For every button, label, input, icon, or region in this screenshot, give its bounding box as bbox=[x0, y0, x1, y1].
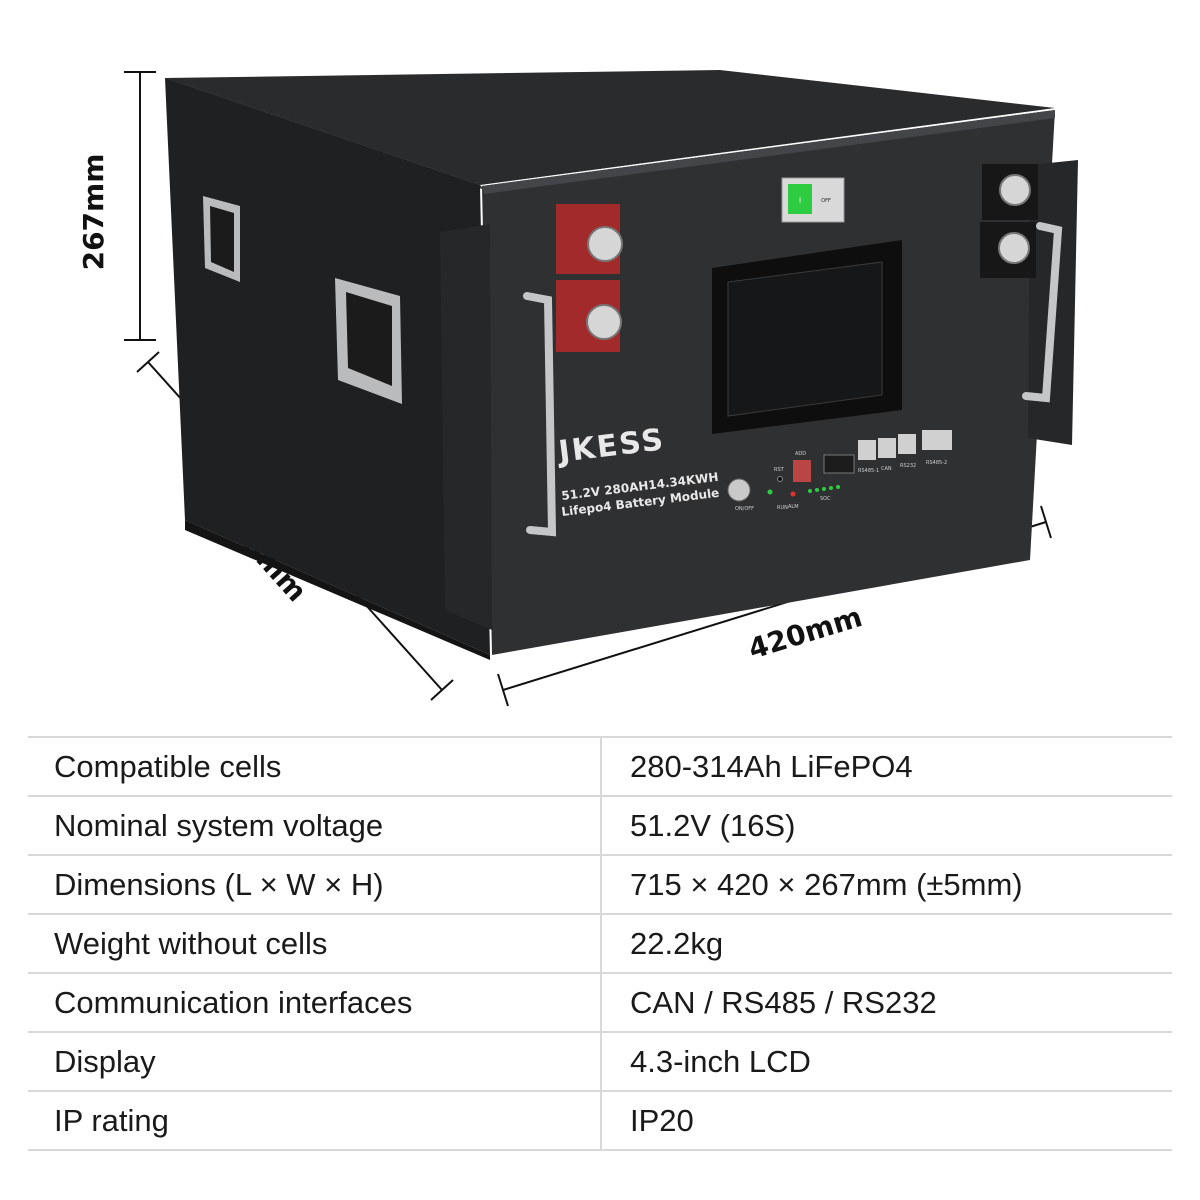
svg-text:SOC: SOC bbox=[820, 496, 831, 502]
spec-label: Dimensions (L × W × H) bbox=[28, 854, 602, 915]
height-dimension-label: 267mm bbox=[77, 154, 110, 271]
negative-terminal-bottom bbox=[556, 280, 622, 352]
front-handle-right bbox=[1022, 222, 1063, 403]
svg-text:RS485-1: RS485-1 bbox=[858, 468, 879, 474]
lcd-display bbox=[712, 240, 902, 434]
power-button bbox=[727, 478, 751, 502]
rs485-2-port bbox=[922, 430, 952, 450]
height-dimension-line bbox=[124, 71, 156, 341]
rs485-1-port bbox=[858, 440, 876, 460]
svg-text:OFF: OFF bbox=[821, 198, 831, 204]
spec-value: 280-314Ah LiFePO4 bbox=[601, 736, 1172, 797]
positive-terminal-bottom bbox=[980, 222, 1036, 278]
negative-terminal-top bbox=[556, 204, 623, 274]
svg-text:ADD: ADD bbox=[795, 451, 806, 457]
spec-row: Dimensions (L × W × H)715 × 420 × 267mm … bbox=[28, 854, 1172, 915]
rs232-port bbox=[898, 434, 916, 454]
spec-label: Display bbox=[28, 1031, 602, 1092]
battery-casing bbox=[165, 70, 1078, 660]
spec-value: 4.3-inch LCD bbox=[601, 1031, 1172, 1092]
spec-label: Communication interfaces bbox=[28, 972, 602, 1033]
address-dip-switch bbox=[793, 460, 811, 482]
breaker-switch: I OFF bbox=[781, 177, 845, 223]
spec-label: Weight without cells bbox=[28, 913, 602, 974]
spec-value: 22.2kg bbox=[601, 913, 1172, 974]
control-panel: ON/OFF RST RUN ALM ADD SOC RS485-1 CAN R… bbox=[727, 430, 952, 512]
svg-text:RST: RST bbox=[774, 467, 785, 473]
soc-led-bar bbox=[808, 485, 840, 493]
svg-text:RS485-2: RS485-2 bbox=[926, 460, 947, 466]
run-led bbox=[767, 489, 773, 495]
soc-display bbox=[823, 454, 855, 474]
alarm-led bbox=[790, 491, 796, 497]
svg-text:RUN: RUN bbox=[777, 505, 788, 511]
spec-label: Compatible cells bbox=[28, 736, 602, 797]
can-port bbox=[878, 438, 896, 458]
svg-text:I: I bbox=[799, 196, 801, 205]
battery-illustration: 267mm 715mm 420mm bbox=[77, 70, 1078, 707]
svg-text:ALM: ALM bbox=[788, 504, 799, 510]
front-handle-left bbox=[523, 292, 557, 537]
svg-text:CAN: CAN bbox=[881, 466, 892, 472]
spec-value: 715 × 420 × 267mm (±5mm) bbox=[601, 854, 1172, 915]
spec-value: 51.2V (16S) bbox=[601, 795, 1172, 856]
spec-value: IP20 bbox=[601, 1090, 1172, 1151]
svg-text:ON/OFF: ON/OFF bbox=[735, 506, 754, 512]
spec-label: IP rating bbox=[28, 1090, 602, 1151]
spec-value: CAN / RS485 / RS232 bbox=[601, 972, 1172, 1033]
positive-terminal-top bbox=[982, 164, 1038, 220]
spec-label: Nominal system voltage bbox=[28, 795, 602, 856]
svg-text:RS232: RS232 bbox=[900, 463, 916, 469]
